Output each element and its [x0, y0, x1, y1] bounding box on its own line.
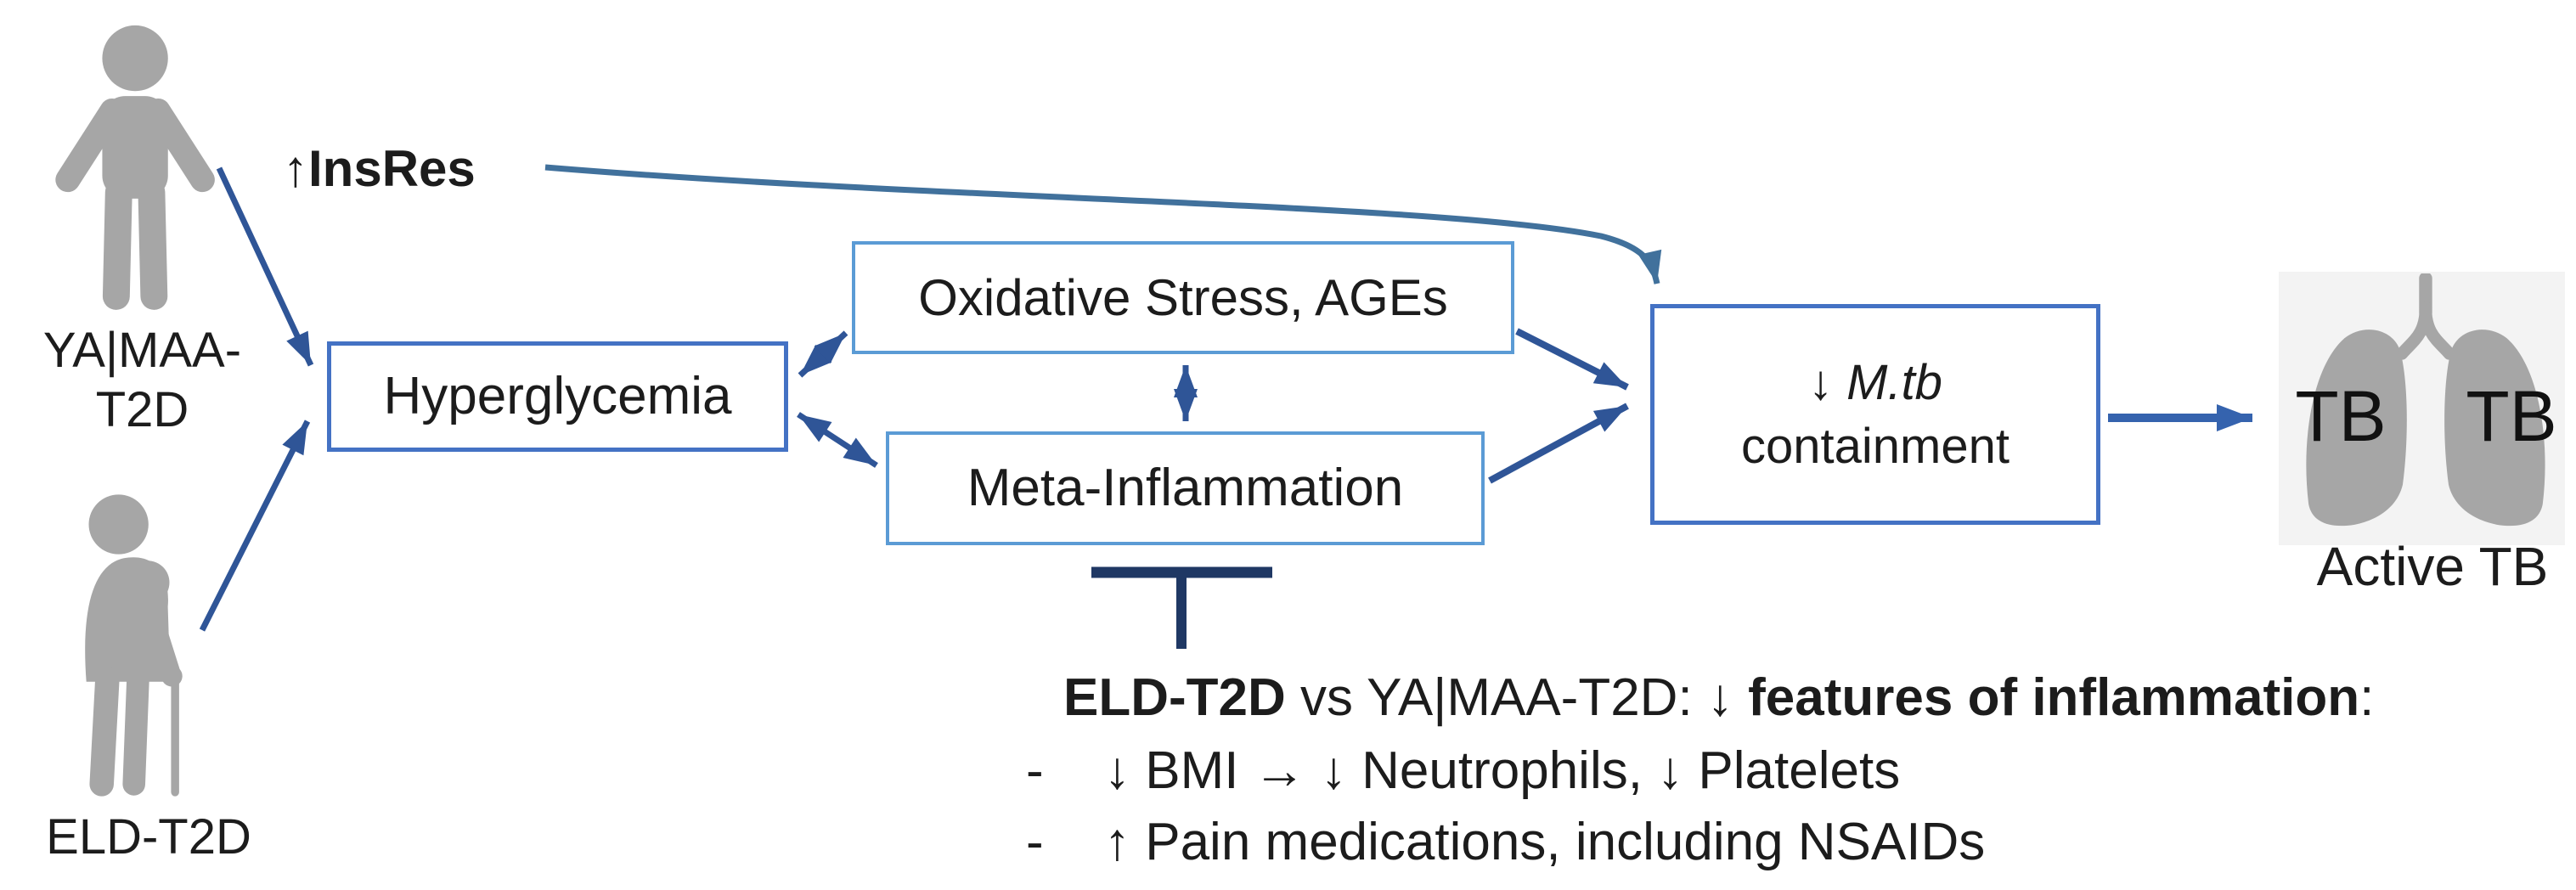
- lungs-left-tb-label: TB: [2295, 376, 2387, 456]
- hyperglycemia-box: Hyperglycemia: [327, 341, 788, 452]
- young-adult-label: YA|MAA- T2D: [30, 321, 255, 439]
- elderly-person-with-cane-icon: [85, 494, 183, 797]
- mtb-down-arrow-prefix: ↓: [1808, 354, 1847, 410]
- note-heading-vs: vs YA|MAA-T2D:: [1285, 668, 1707, 727]
- arrow-hyper-oxidative-bidirectional: [798, 330, 848, 378]
- mtb-containment-box: ↓ M.tb containment: [1650, 304, 2100, 525]
- note-item-meds-bullet: -: [1026, 813, 1044, 871]
- arrow-oxidative-to-mtb: [1515, 328, 1629, 391]
- meta-inflammation-box-label: Meta-Inflammation: [967, 459, 1404, 518]
- insres-annotation: ↑InsRes: [283, 140, 476, 197]
- note-heading-eld: ELD-T2D: [1063, 668, 1286, 727]
- young-adult-person-icon: [55, 25, 215, 310]
- young-adult-label-line1: YA|MAA-: [42, 323, 242, 378]
- note-item-bmi-bullet: -: [1026, 741, 1044, 800]
- note-item-meds-text: ↑ Pain medications, including NSAIDs: [1104, 813, 1986, 871]
- oxidative-stress-box-label: Oxidative Stress, AGEs: [918, 268, 1448, 326]
- hyperglycemia-box-label: Hyperglycemia: [383, 367, 732, 426]
- note-item-bmi-text: ↓ BMI → ↓ Neutrophils, ↓ Platelets: [1104, 741, 1901, 800]
- active-tb-caption: Active TB: [2316, 536, 2549, 597]
- note-heading: ELD-T2D vs YA|MAA-T2D: ↓ features of inf…: [1063, 668, 2374, 728]
- meta-inflammation-box: Meta-Inflammation: [886, 431, 1485, 545]
- oxidative-stress-box: Oxidative Stress, AGEs: [852, 241, 1514, 354]
- mtb-containment-word: containment: [1741, 419, 2010, 474]
- mtb-italic-name: M.tb: [1846, 354, 1942, 410]
- note-heading-colon: :: [2359, 668, 2375, 727]
- lungs-right-tb-label: TB: [2466, 376, 2557, 456]
- arrow-meta-to-mtb: [1488, 403, 1629, 484]
- note-heading-features: ↓ features of inflammation: [1706, 668, 2360, 727]
- arrow-hyper-meta-bidirectional: [797, 412, 878, 468]
- mtb-containment-box-label: ↓ M.tb containment: [1741, 351, 2010, 479]
- young-adult-label-line2: T2D: [95, 381, 189, 437]
- elderly-label: ELD-T2D: [46, 809, 251, 865]
- lungs-icon: [2306, 273, 2545, 527]
